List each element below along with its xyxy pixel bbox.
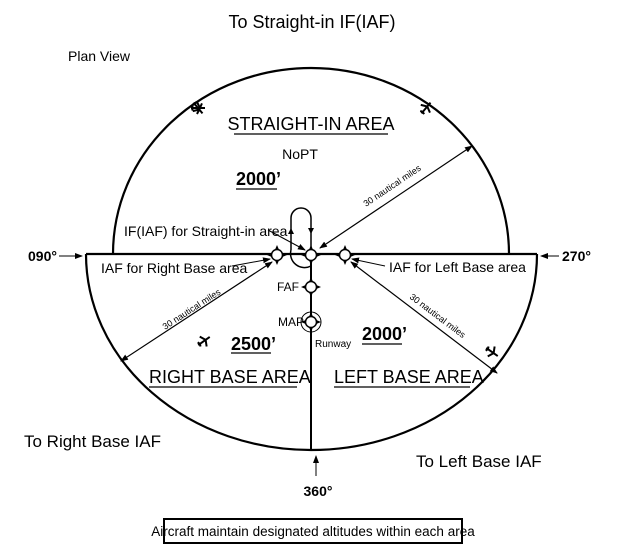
holding-arrow-down-icon bbox=[308, 228, 314, 234]
runway-label: Runway bbox=[315, 339, 351, 350]
distance-arrow-left-base bbox=[350, 261, 498, 374]
left-base-area-boundary bbox=[310, 253, 539, 452]
right-base-area-name: RIGHT BASE AREA bbox=[149, 367, 311, 387]
iaf-right-base-fix-icon bbox=[266, 244, 288, 266]
holding-pattern bbox=[290, 207, 312, 250]
if-iaf-fix-icon bbox=[300, 244, 322, 266]
left-base-altitude: 2000’ bbox=[362, 324, 407, 344]
faf-label: FAF bbox=[277, 280, 299, 294]
straight-in-area-name: STRAIGHT-IN AREA bbox=[227, 114, 394, 134]
altitude-note: Aircraft maintain designated altitudes w… bbox=[151, 518, 475, 544]
bearing-270: 270° bbox=[562, 248, 591, 264]
aircraft-icon bbox=[193, 331, 215, 351]
bearing-090: 090° bbox=[28, 248, 57, 264]
map-ring-icon bbox=[300, 311, 322, 333]
right-base-area-boundary bbox=[84, 253, 312, 452]
title: To Straight-in IF(IAF) bbox=[228, 12, 395, 32]
right-base-altitude: 2500’ bbox=[231, 334, 276, 354]
left-base-area-name: LEFT BASE AREA bbox=[334, 367, 484, 387]
leader-iaf-right-base bbox=[231, 257, 271, 267]
to-left-base-iaf-label: To Left Base IAF bbox=[416, 452, 542, 471]
distance-label-right-base: 30 nautical miles bbox=[161, 287, 223, 332]
iaf-left-base-fix-icon bbox=[334, 244, 356, 266]
bearing-360: 360° bbox=[304, 483, 333, 499]
if-iaf-label: IF(IAF) for Straight-in area bbox=[124, 223, 288, 239]
straight-in-area-boundary bbox=[111, 66, 511, 255]
straight-in-altitude: 2000’ bbox=[236, 169, 281, 189]
map-label: MAP bbox=[278, 315, 304, 329]
leader-if-iaf bbox=[267, 229, 306, 251]
iaf-left-base-label: IAF for Left Base area bbox=[389, 259, 526, 275]
distance-arrow-straight-in bbox=[319, 145, 473, 249]
plan-view-label: Plan View bbox=[68, 48, 131, 64]
to-right-base-iaf-label: To Right Base IAF bbox=[24, 432, 161, 451]
altitude-note-text: Aircraft maintain designated altitudes w… bbox=[151, 523, 475, 539]
faf-fix-icon bbox=[300, 276, 322, 298]
straight-in-area-note: NoPT bbox=[282, 146, 318, 162]
holding-arrow-up-icon bbox=[288, 228, 294, 234]
leader-iaf-left-base bbox=[351, 257, 386, 267]
distance-label-left-base: 30 nautical miles bbox=[408, 292, 468, 341]
aircraft-icon bbox=[481, 342, 503, 362]
iaf-right-base-label: IAF for Right Base area bbox=[101, 260, 248, 276]
distance-arrow-right-base bbox=[120, 261, 273, 362]
